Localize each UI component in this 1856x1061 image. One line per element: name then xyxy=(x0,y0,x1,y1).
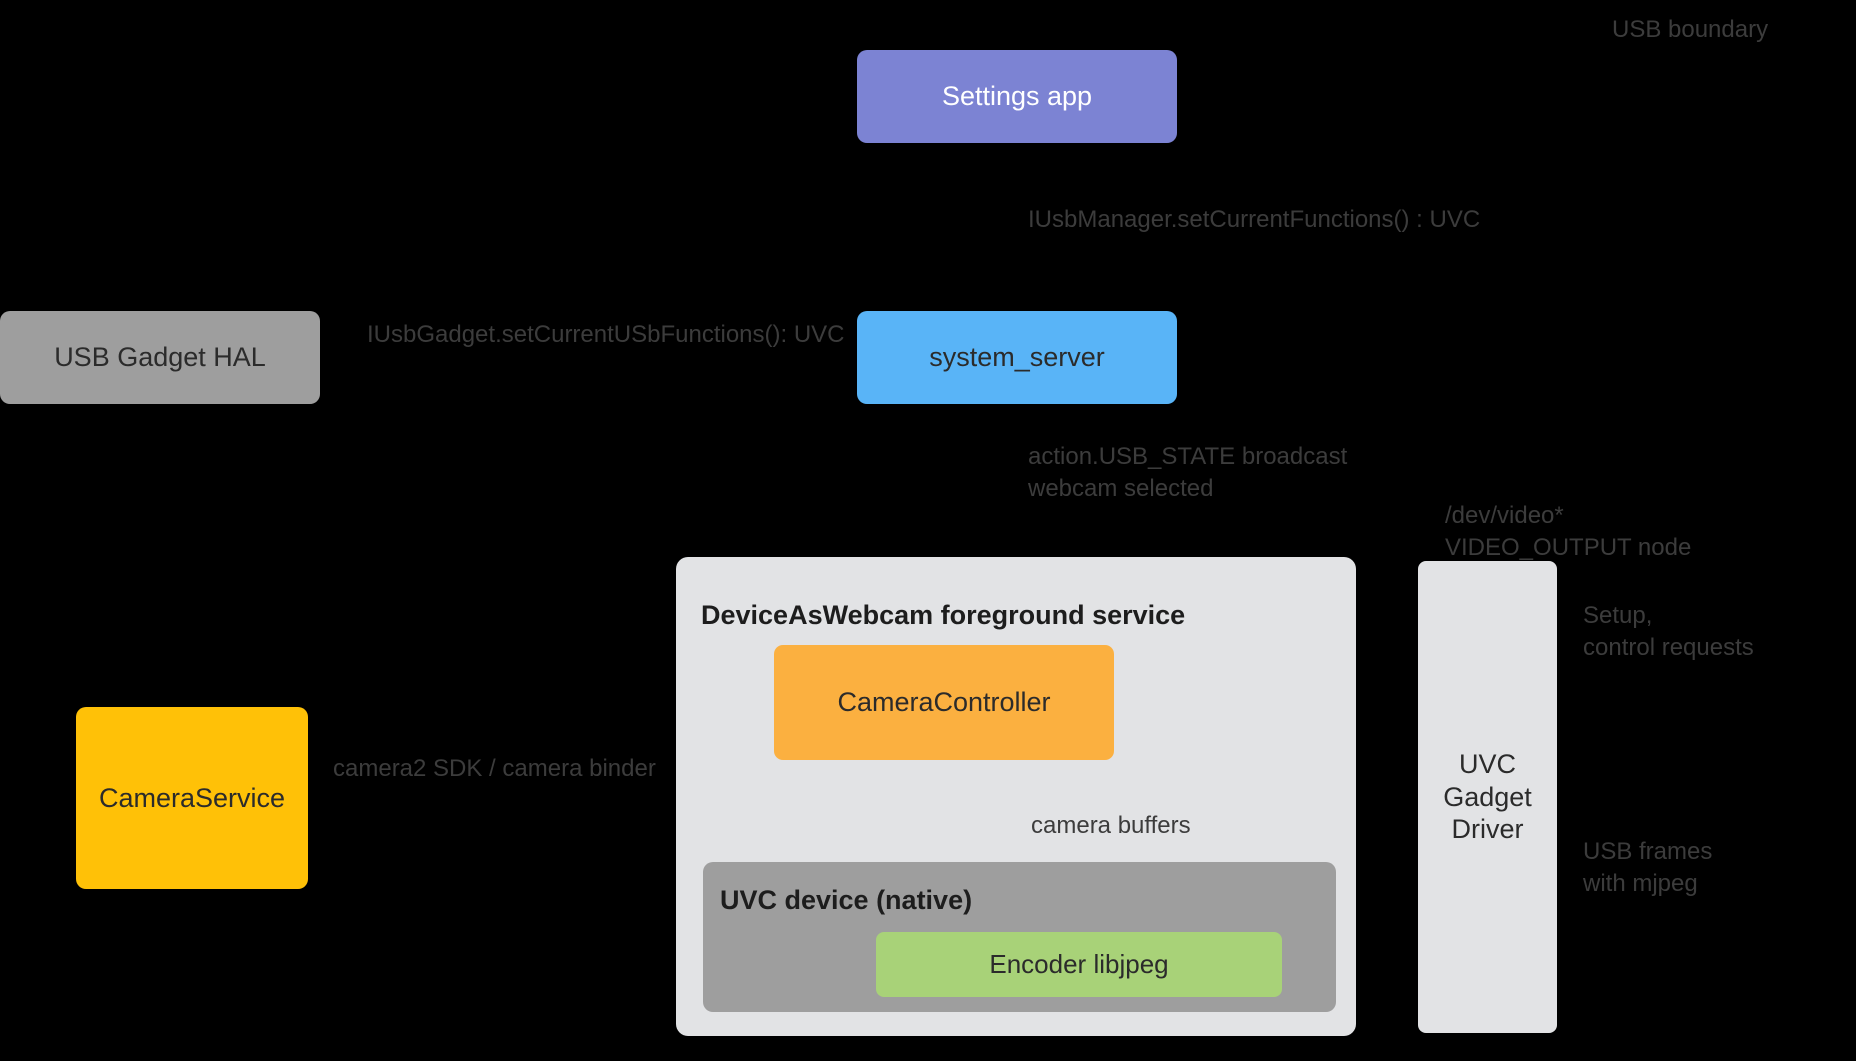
node-uvc-gadget-driver-label: UVC Gadget Driver xyxy=(1443,748,1532,845)
node-settings-app[interactable]: Settings app xyxy=(857,50,1177,143)
node-camera-controller-label: CameraController xyxy=(837,687,1051,718)
dev-video-node-label: /dev/video* VIDEO_OUTPUT node xyxy=(1445,502,1692,561)
camera-buffers-label: camera buffers xyxy=(1031,812,1191,839)
node-usb-gadget-hal-label: USB Gadget HAL xyxy=(54,342,266,373)
node-camera-controller[interactable]: CameraController xyxy=(774,645,1114,760)
node-encoder-libjpeg[interactable]: Encoder libjpeg xyxy=(876,932,1282,997)
camera2-sdk-label: camera2 SDK / camera binder xyxy=(333,755,656,782)
usb-boundary-label: USB boundary xyxy=(1612,16,1769,43)
foreground-service-title: DeviceAsWebcam foreground service xyxy=(701,600,1186,630)
node-system-server[interactable]: system_server xyxy=(857,311,1177,404)
usb-state-broadcast-label: action.USB_STATE broadcast webcam select… xyxy=(1028,443,1348,502)
node-camera-service-label: CameraService xyxy=(98,782,286,813)
iusbmanager-call-label: IUsbManager.setCurrentFunctions() : UVC xyxy=(1028,206,1481,233)
setup-control-requests-label: Setup, control requests xyxy=(1583,602,1754,661)
uvc-device-native-title: UVC device (native) xyxy=(720,885,973,915)
node-encoder-libjpeg-label: Encoder libjpeg xyxy=(989,948,1169,979)
node-uvc-gadget-driver[interactable]: UVC Gadget Driver xyxy=(1418,561,1557,1033)
iusbgadget-call-label: IUsbGadget.setCurrentUSbFunctions(): UVC xyxy=(367,321,845,348)
node-system-server-label: system_server xyxy=(929,342,1105,373)
node-camera-service[interactable]: CameraService xyxy=(76,707,308,889)
node-settings-app-label: Settings app xyxy=(941,81,1093,112)
usb-frames-mjpeg-label: USB frames with mjpeg xyxy=(1583,838,1713,897)
node-usb-gadget-hal[interactable]: USB Gadget HAL xyxy=(0,311,320,404)
